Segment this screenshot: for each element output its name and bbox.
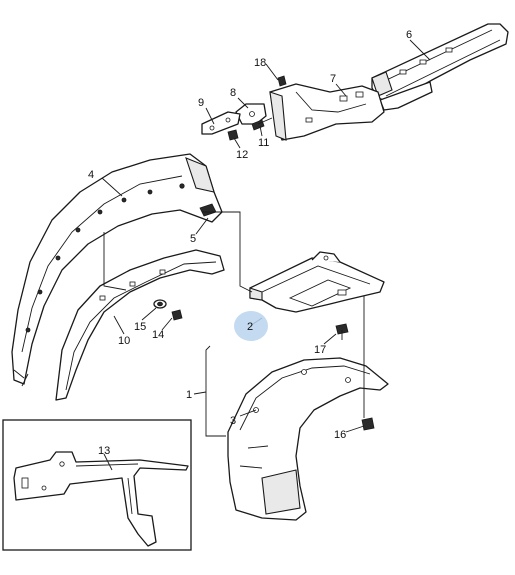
part-2-bracket [249, 251, 385, 313]
leader-lines [101, 39, 431, 471]
callout-5: 5 [190, 233, 196, 245]
part-15-washer [153, 299, 167, 309]
part-9-plate [201, 111, 241, 135]
part-3-mud-guard [227, 357, 389, 521]
callout-18: 18 [254, 57, 266, 69]
callout-15: 15 [134, 321, 146, 333]
part-14-bolt [171, 309, 183, 321]
part-16-bolt [361, 417, 375, 431]
callout-4: 4 [88, 169, 94, 181]
callout-6: 6 [406, 29, 412, 41]
callout-17: 17 [314, 344, 326, 356]
callout-7: 7 [330, 73, 336, 85]
part-10-inner-liner [55, 249, 225, 401]
part-13-bracket [13, 451, 189, 547]
part-12-nut [227, 129, 239, 141]
part-6-frame-rail [371, 23, 509, 111]
callout-13: 13 [98, 445, 110, 457]
inset-frame [2, 419, 192, 551]
callout-8: 8 [230, 87, 236, 99]
callout-2: 2 [247, 321, 253, 333]
part-8-small-bracket [235, 103, 267, 125]
part-4-outer-liner [11, 153, 223, 387]
callout-14: 14 [152, 329, 164, 341]
part-7-bracket [269, 83, 385, 141]
callout-10: 10 [118, 335, 130, 347]
part-17-bolt [335, 323, 349, 340]
callout-9: 9 [198, 97, 204, 109]
callout-labels: 6 7 18 8 9 11 12 4 5 15 14 10 2 17 1 3 1… [88, 29, 412, 457]
part-18-bolt [277, 75, 287, 87]
callout-12: 12 [236, 149, 248, 161]
part-11-bolt [251, 117, 273, 131]
callout-2-highlight [234, 311, 268, 341]
callout-16: 16 [334, 429, 346, 441]
callout-1: 1 [186, 389, 192, 401]
callout-11: 11 [258, 137, 269, 149]
callout-3: 3 [230, 415, 236, 427]
